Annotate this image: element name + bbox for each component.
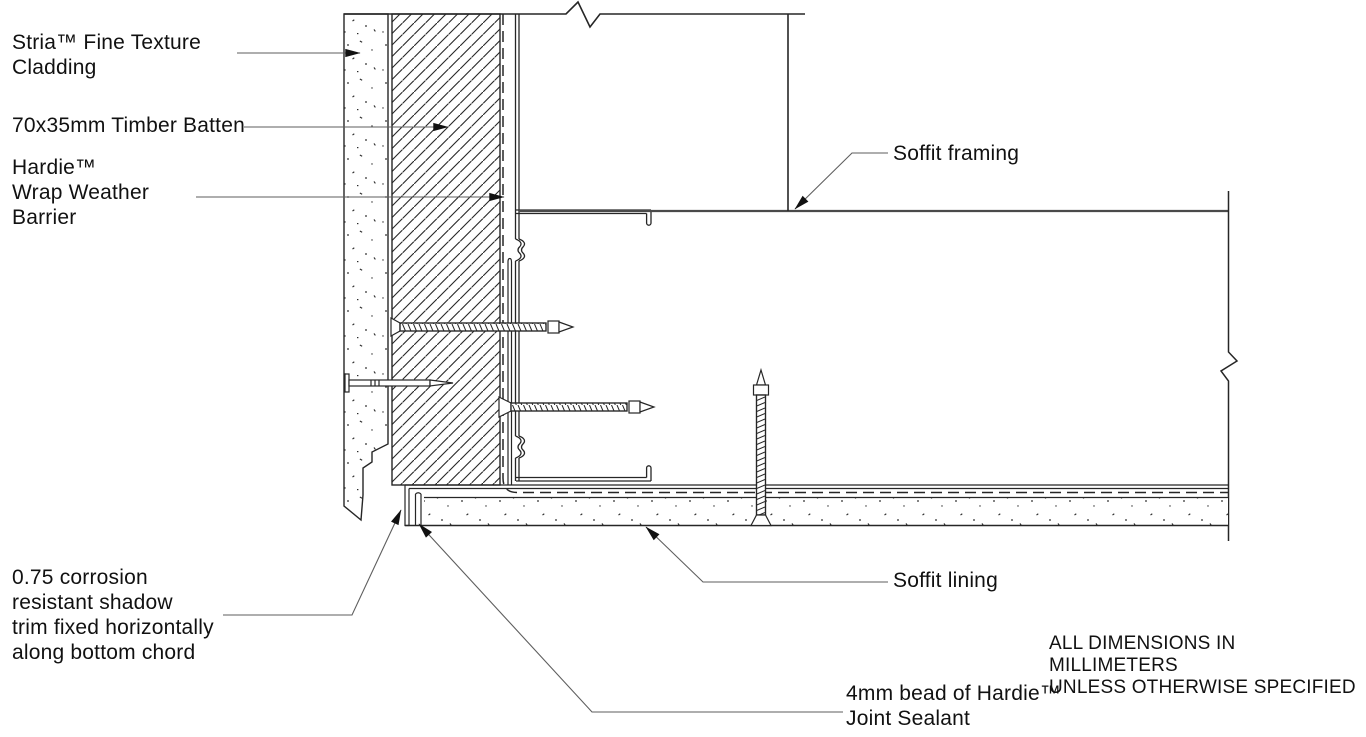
right-break-line: [1219, 191, 1239, 541]
leader-soffit-framing: [794, 152, 888, 210]
label-soffit-framing: Soffit framing: [893, 142, 1020, 165]
web-crimp-lower-inner: [518, 435, 526, 459]
label-timber-batten: 70x35mm Timber Batten: [12, 114, 245, 137]
label-joint-sealant: 4mm bead of Hardie™ Joint Sealant: [846, 682, 1062, 730]
web-crimp-lower: [515, 435, 522, 459]
soffit-lining-board: [405, 496, 1228, 527]
screw-vertical: [750, 367, 772, 527]
label-weather-barrier: Hardie™ Wrap Weather Barrier: [12, 156, 150, 229]
label-cladding: Stria™ Fine Texture Cladding: [12, 31, 201, 79]
leader-lines: [196, 48, 888, 713]
web-crimp-upper: [515, 238, 522, 262]
cladding-board: [343, 13, 389, 522]
web-crimp-upper-inner: [518, 238, 526, 262]
screw-lower: [498, 396, 656, 418]
screw-upper: [390, 316, 575, 338]
sealant-bead: [414, 492, 422, 526]
shadow-trim-profile: [404, 257, 1228, 527]
timber-batten: [391, 13, 501, 486]
note-dimensions: ALL DIMENSIONS IN MILLIMETERS UNLESS OTH…: [1049, 633, 1356, 698]
leader-soffit-lining: [645, 526, 888, 583]
weather-barrier-line: [502, 14, 1228, 494]
leader-shadow-trim: [223, 509, 402, 616]
top-break-line: [344, 0, 805, 29]
nail-fastener: [344, 373, 454, 393]
label-soffit-lining: Soffit lining: [893, 569, 998, 592]
leader-joint-sealant: [418, 523, 843, 713]
label-shadow-trim: 0.75 corrosion resistant shadow trim fix…: [12, 566, 214, 664]
